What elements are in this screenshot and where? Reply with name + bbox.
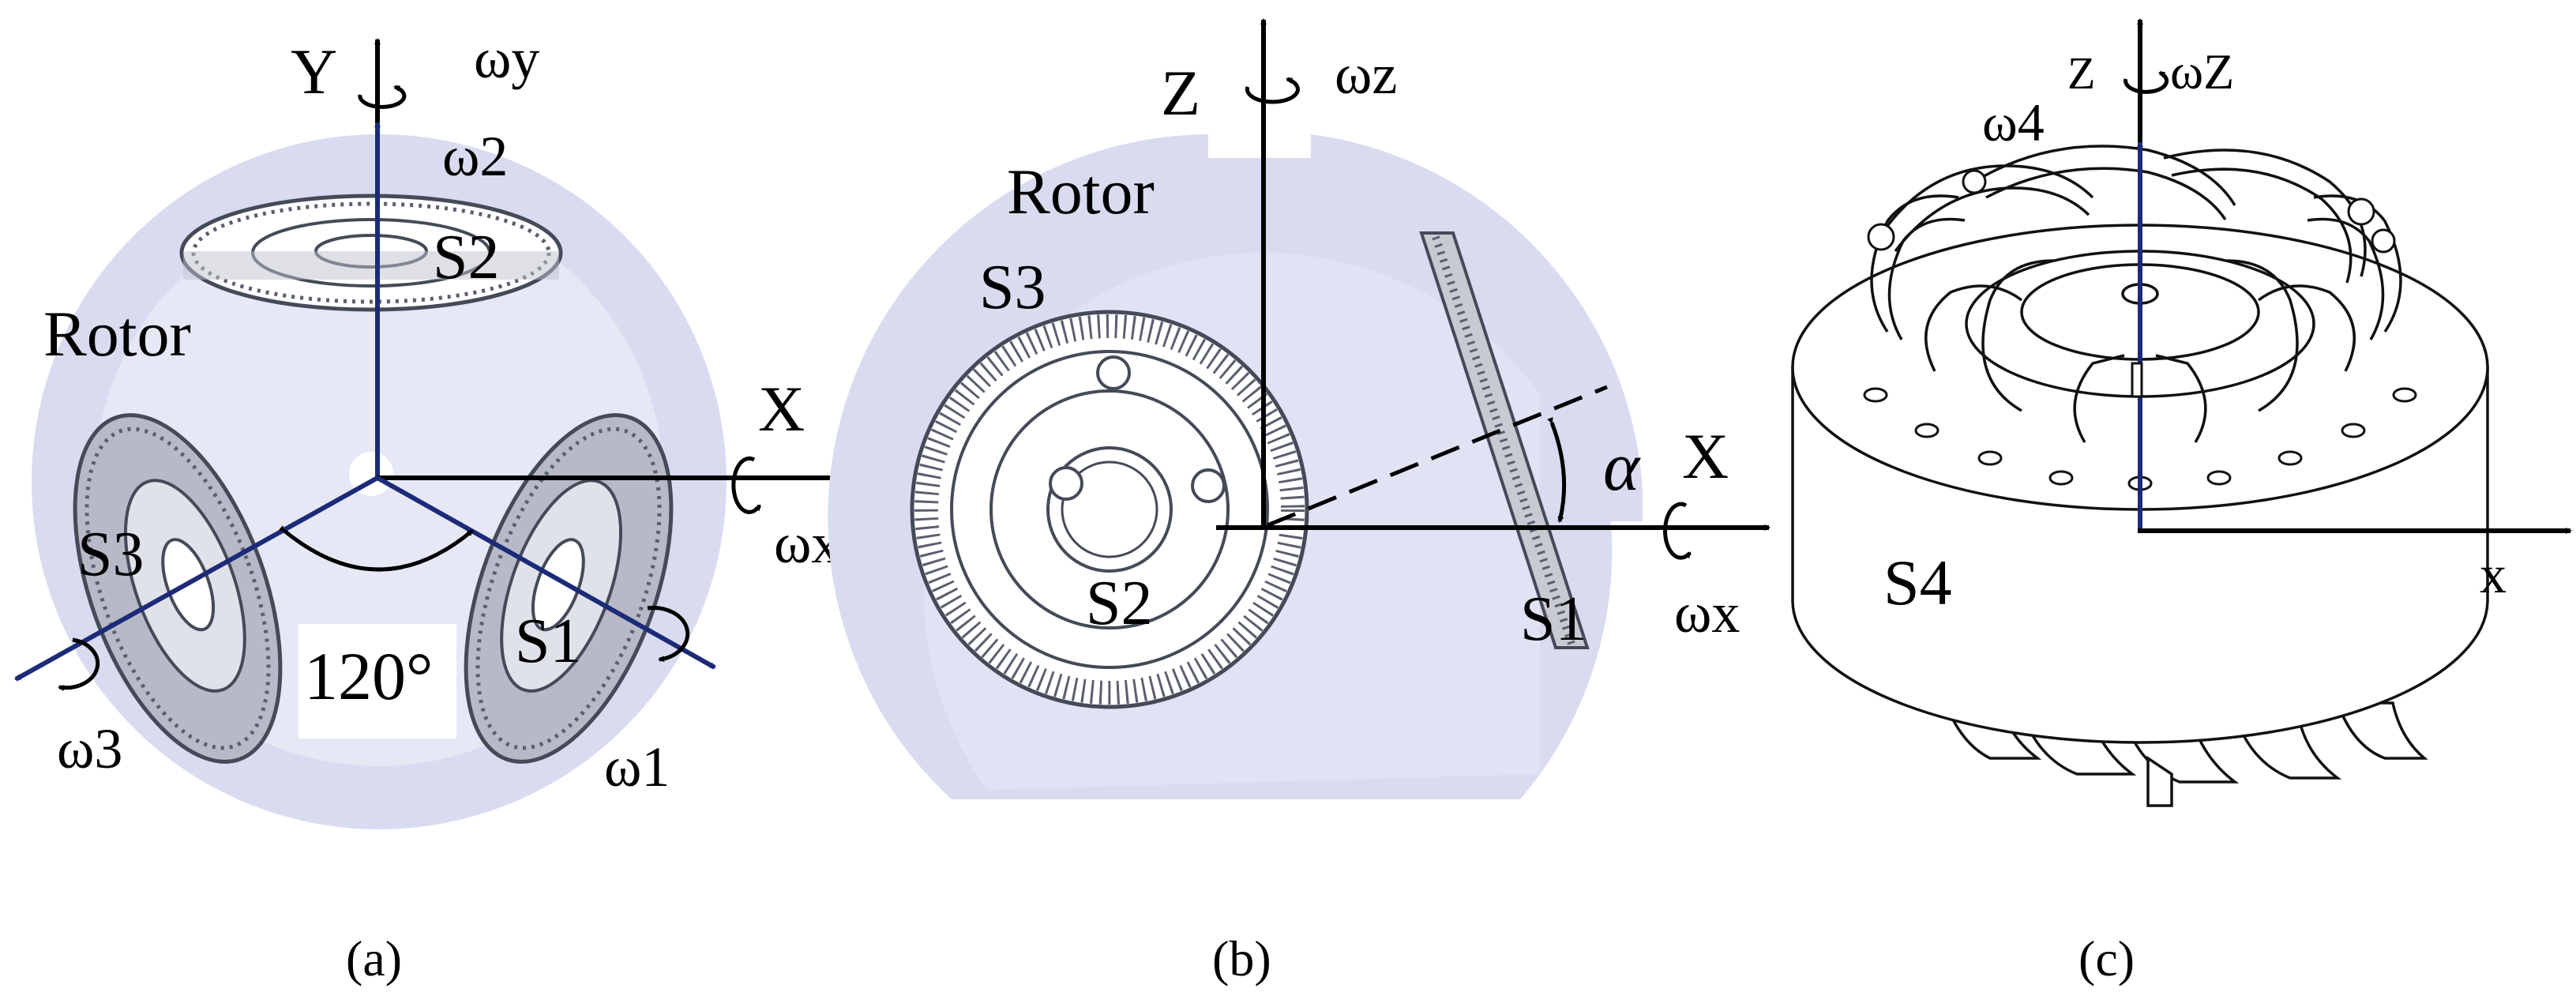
omega-4-label: ω4 [1982,92,2045,152]
omega-y-label: ωy [474,27,539,90]
angle-label: 120° [304,638,433,714]
angle-label-patch [299,624,456,739]
x-axis-label: X [758,373,805,445]
x-axis-label-c: x [2480,544,2507,604]
gear-s3-s2 [910,310,1309,709]
caption-b: (b) [1212,930,1271,987]
y-axis-label: Y [291,36,337,107]
omega-z-label-c: ωZ [2170,43,2234,100]
omega-3-rotation-arrow [58,637,100,691]
omega-2-label: ω2 [442,125,508,188]
omega-y-rotation-arrow [358,85,407,109]
s2-label-b: S2 [1086,569,1153,638]
omega-z-label: ωz [1335,43,1397,106]
omega-3-label: ω3 [57,717,122,780]
caption-a: (a) [346,930,402,987]
alpha-label: α [1603,429,1641,506]
panel-a: Y ωy ω2 S2 Rotor X ωx S3 S1 120° ω3 ω1 (… [14,27,851,987]
s4-label: S4 [1883,547,1952,618]
s3-axis-line [14,475,379,682]
omega-x-rotation-arrow [731,456,762,514]
winding-end-caps [1867,169,2396,254]
s1-label-b: S1 [1520,584,1587,654]
omega-z-rotation-arrow-c [2124,70,2169,94]
s3-label-b: S3 [979,253,1046,322]
s2-label: S2 [433,223,500,292]
omega-x-rotation-arrow-b [1663,502,1692,560]
alpha-arc [1547,416,1567,523]
rotor-label-b: Rotor [1007,156,1155,227]
panel-b: Z ωz Rotor S3 S2 α X S1 ωx (b) [828,18,1771,987]
rotor-label: Rotor [43,298,191,370]
gear-s2 [179,194,563,312]
s3-label: S3 [77,520,145,589]
gear-s1 [464,413,674,764]
gear-s1-edge [1419,231,1590,649]
z-axis-label: Z [1161,57,1200,129]
caption-c: (c) [2078,930,2135,987]
top-windings [1870,145,2402,443]
x-axis-label-b: X [1682,420,1729,492]
s1-axis-dashed [1267,385,1608,528]
angle-arc [278,525,474,572]
omega-z-rotation-arrow [1245,77,1300,104]
panel-c: Z ωZ ω4 S4 x (c) [1791,18,2572,987]
z-axis-label-c: Z [2067,47,2095,99]
z-axis-marker [2131,362,2143,398]
omega-1-rotation-arrow [647,606,690,663]
stator-slots [1863,387,2417,491]
s1-axis-line [376,475,716,670]
omega-x-label-b: ωx [1674,581,1740,645]
omega-1-label: ω1 [604,735,670,799]
s1-label: S1 [515,607,582,676]
